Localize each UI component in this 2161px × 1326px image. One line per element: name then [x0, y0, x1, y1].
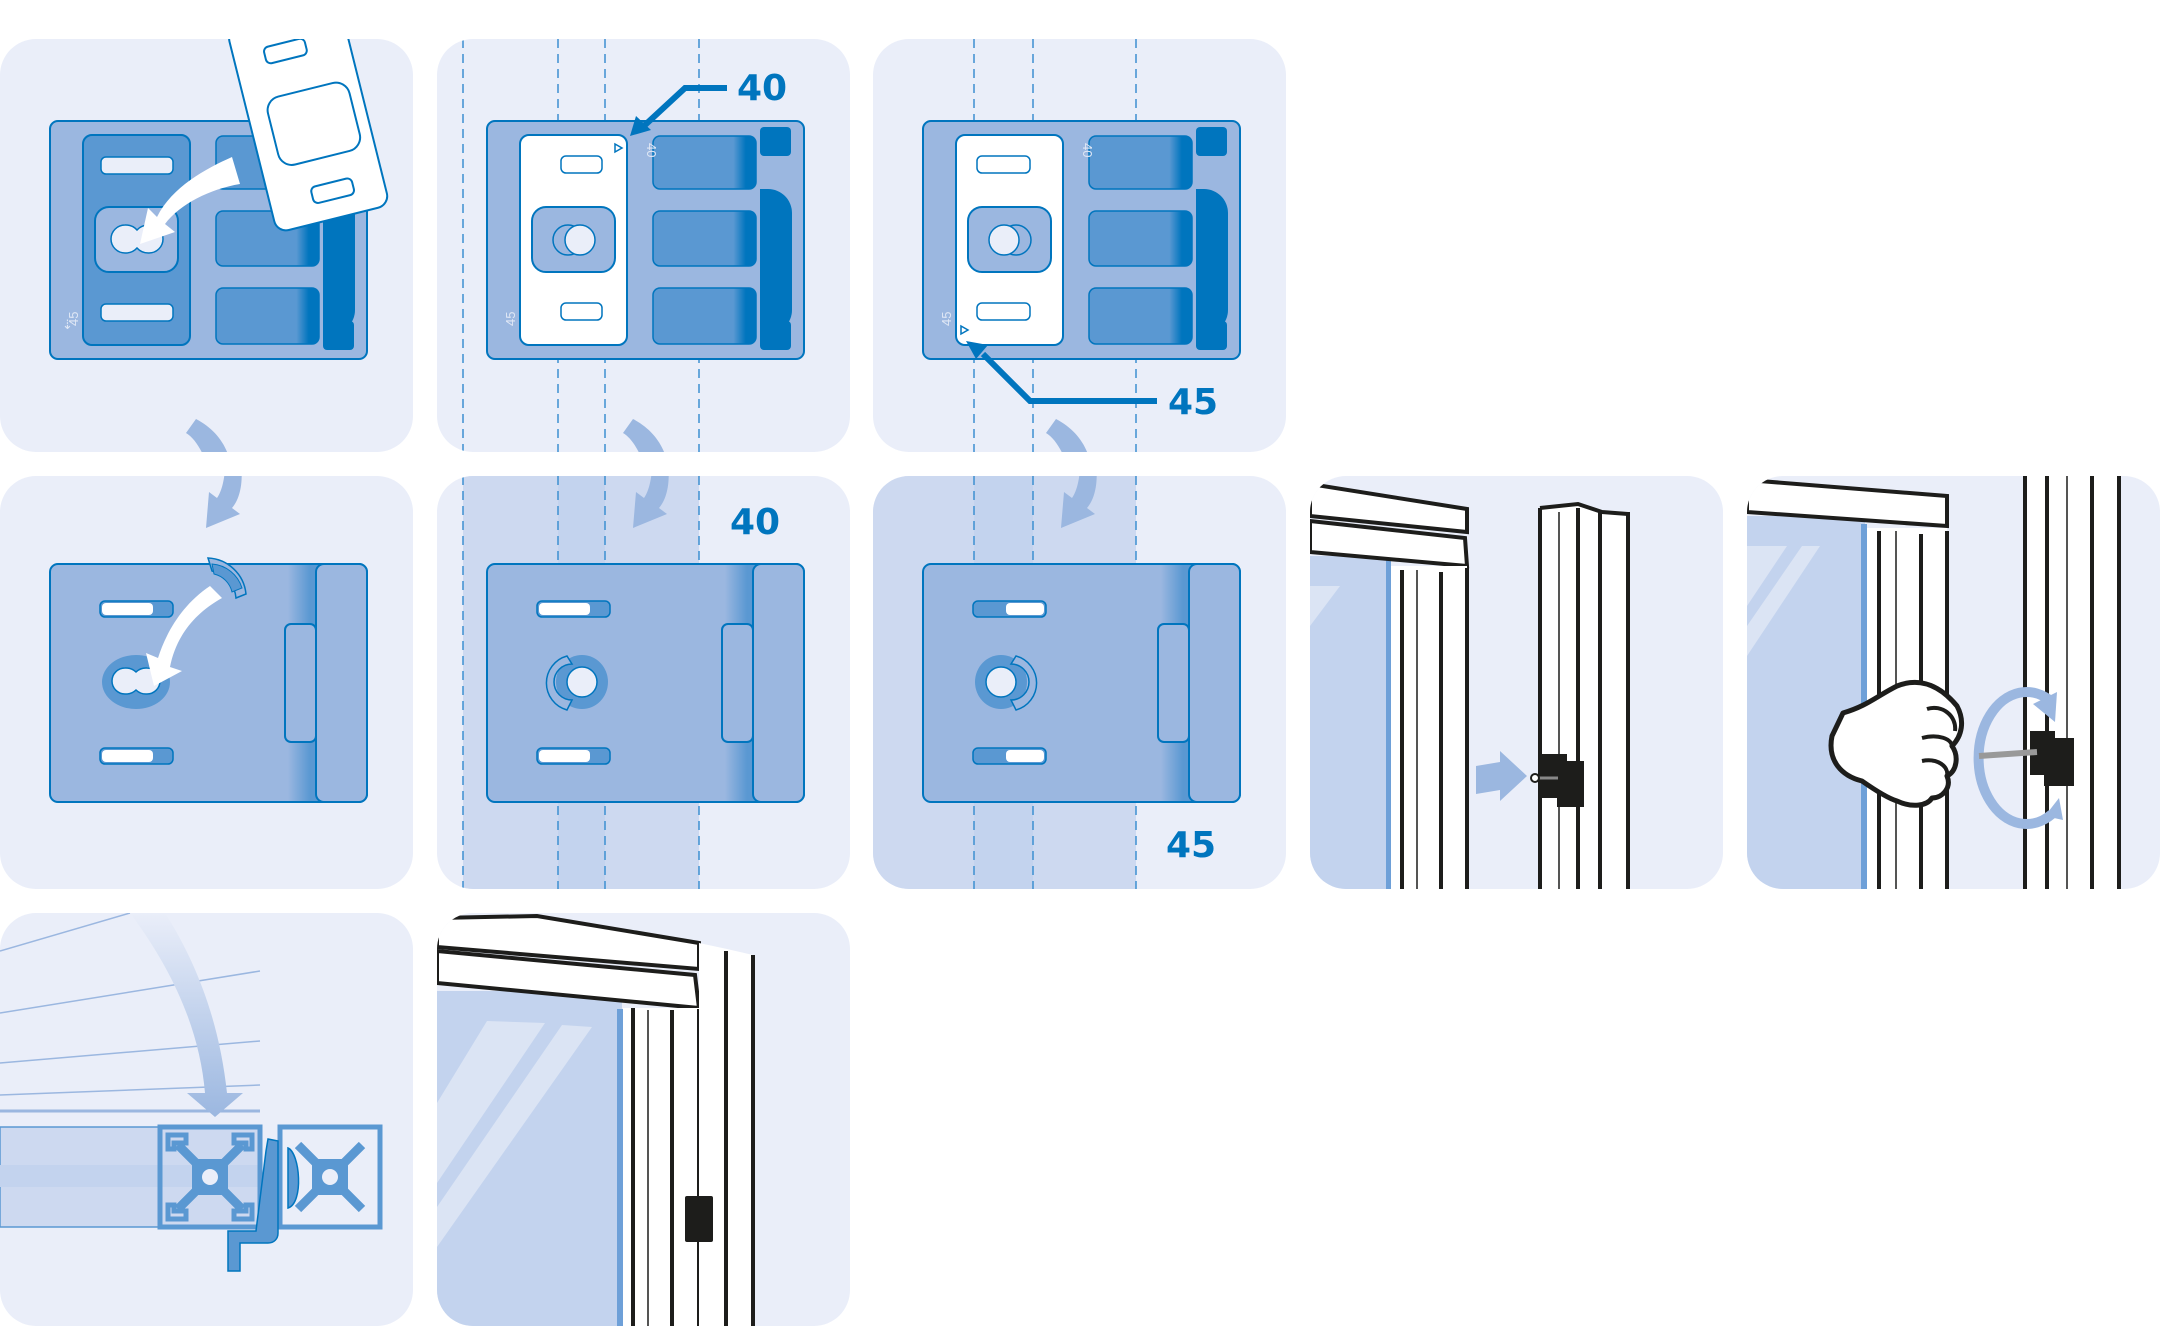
callout-45-label: 45 — [1168, 382, 1218, 423]
profile-section-icon — [157, 1124, 383, 1272]
callout-40-label: 40 — [737, 68, 787, 109]
step-10-illustration — [437, 913, 755, 1326]
step-10-panel — [437, 913, 850, 1326]
step-6-panel: 45 — [873, 476, 1286, 889]
profile-icon — [1538, 501, 1630, 889]
door-frame-icon — [1310, 481, 1470, 889]
step-1-panel: 45 ⇣ — [0, 39, 413, 452]
guide-lines — [462, 476, 700, 889]
guide-lines — [973, 39, 1137, 452]
step-9-illustration — [0, 913, 383, 1272]
step-5-panel: 40 — [437, 476, 850, 889]
swing-arrow-icon — [130, 913, 243, 1117]
door-frame-icon — [437, 913, 755, 1326]
bracket-top-view: 40 45 — [486, 120, 805, 360]
rotate-arrow-icon — [1973, 687, 2063, 829]
step-7-illustration — [1310, 481, 1630, 889]
step-2-panel: 40 45 40 — [437, 39, 850, 452]
insert-arrow-icon — [140, 157, 240, 244]
hand-icon — [1828, 679, 1965, 808]
template-card-icon — [228, 39, 389, 232]
callout-arrow-icon — [630, 85, 727, 136]
callout-45-label: 45 — [1166, 825, 1216, 866]
bracket-top-view: 40 45 — [922, 120, 1241, 360]
step-5-illustration: 40 — [462, 476, 805, 889]
profile-icon — [2023, 476, 2121, 889]
step-3-panel: 40 45 45 — [873, 39, 1286, 452]
bracket-side-view — [922, 563, 1241, 803]
catch-icon — [685, 1196, 713, 1242]
callout-40-label: 40 — [730, 502, 780, 543]
step-8-illustration — [1747, 476, 2121, 889]
flow-arrow-icon — [206, 476, 242, 528]
template-mark-45: 45 — [503, 312, 518, 326]
step-8-panel — [1747, 476, 2160, 889]
template-mark-40: 40 — [644, 143, 659, 157]
template-mark-40: 40 — [1080, 143, 1095, 157]
screwdriver-icon — [1978, 749, 2038, 759]
push-arrow-icon — [1476, 751, 1527, 801]
guide-lines — [462, 39, 700, 452]
guide-lines — [973, 476, 1137, 889]
bracket-side-view — [49, 563, 368, 803]
catch-icon — [2030, 731, 2074, 786]
step-2-illustration: 40 45 40 — [462, 39, 805, 452]
eccentric-washer-icon — [206, 557, 247, 600]
step-4-illustration — [49, 476, 368, 803]
step-7-panel — [1310, 476, 1723, 889]
bracket-side-view — [486, 563, 805, 803]
template-mark-45: 45 — [66, 312, 81, 326]
template-mark-45: 45 — [939, 312, 954, 326]
flow-arrow-icon — [623, 419, 665, 452]
step-6-illustration: 45 — [873, 476, 1241, 889]
catch-icon — [1530, 754, 1584, 807]
step-9-panel — [0, 913, 413, 1326]
insert-arrow-icon — [146, 586, 222, 686]
step-3-illustration: 40 45 45 — [922, 39, 1241, 452]
arrow-mark-icon: ⇣ — [62, 317, 73, 332]
flow-arrow-icon — [1046, 419, 1088, 452]
flow-arrow-icon — [1061, 476, 1097, 528]
flow-arrow-icon — [186, 419, 228, 452]
callout-arrow-icon — [966, 341, 1157, 404]
step-4-panel — [0, 476, 413, 889]
flow-arrow-icon — [633, 476, 669, 528]
